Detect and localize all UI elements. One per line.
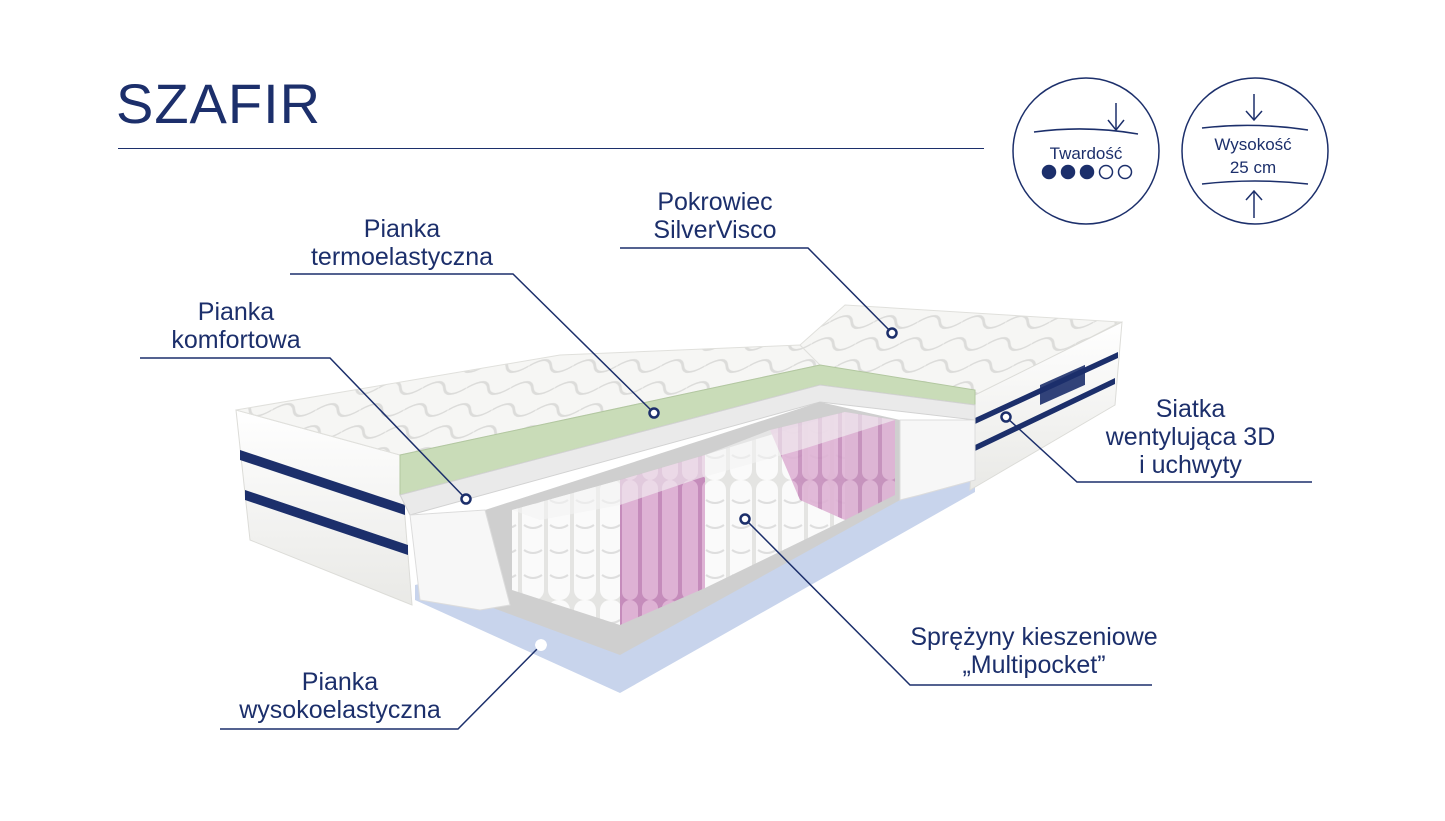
pocket-springs [512,412,895,625]
label-thermo-foam: Pianka termoelastyczna [310,215,494,271]
label-pocket-springs: Sprężyny kieszeniowe „Multipocket” [910,623,1158,679]
height-value: 25 cm [1230,158,1276,177]
callout-lines [140,247,1312,730]
callout-dots [460,327,1012,651]
arrow-down-icon [1107,103,1125,132]
hardness-dot-empty [1098,164,1114,180]
height-label: Wysokość [1214,135,1292,154]
hardness-dot-filled [1079,164,1095,180]
arrow-down-icon [1245,94,1263,122]
label-cover: Pokrowiec SilverVisco [653,188,777,244]
hardness-dot-filled [1060,164,1076,180]
hardness-dots [1041,164,1133,180]
product-title: SZAFIR [116,72,322,135]
mattress-right-end [969,321,1123,491]
height-badge: Wysokość 25 cm [1181,77,1329,225]
comfort-dot [460,493,472,505]
hardness-dot-filled [1041,164,1057,180]
label-mesh-handles: Siatka wentylująca 3D i uchwyty [1105,395,1276,479]
cover-dot [886,327,898,339]
hardness-label: Twardość [1050,144,1123,163]
mesh-dot [1000,411,1012,423]
title-divider [118,148,984,149]
arrow-up-icon [1245,189,1263,218]
hardness-badge: Twardość [1012,77,1160,225]
springs-dot [739,513,751,525]
thermo-dot [648,407,660,419]
label-hr-foam: Pianka wysokoelastyczna [239,668,441,724]
label-comfort-foam: Pianka komfortowa [171,298,301,354]
mattress-left-end [235,409,413,606]
hardness-dot-empty [1117,164,1133,180]
